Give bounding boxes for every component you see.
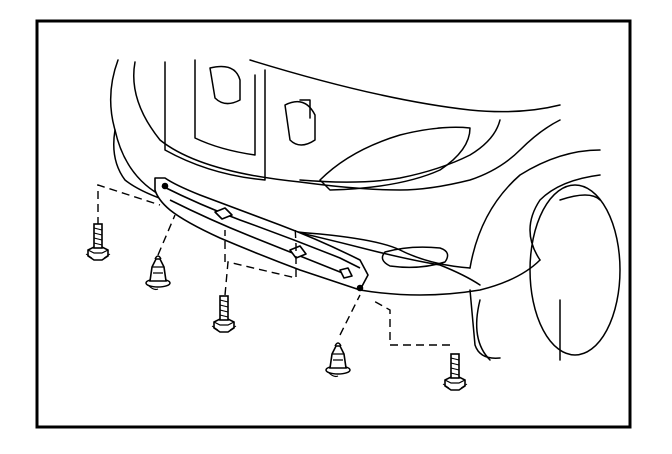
vehicle-front-outline	[109, 59, 621, 361]
undercover-panel	[154, 177, 369, 292]
installation-leader-lines	[97, 184, 450, 346]
